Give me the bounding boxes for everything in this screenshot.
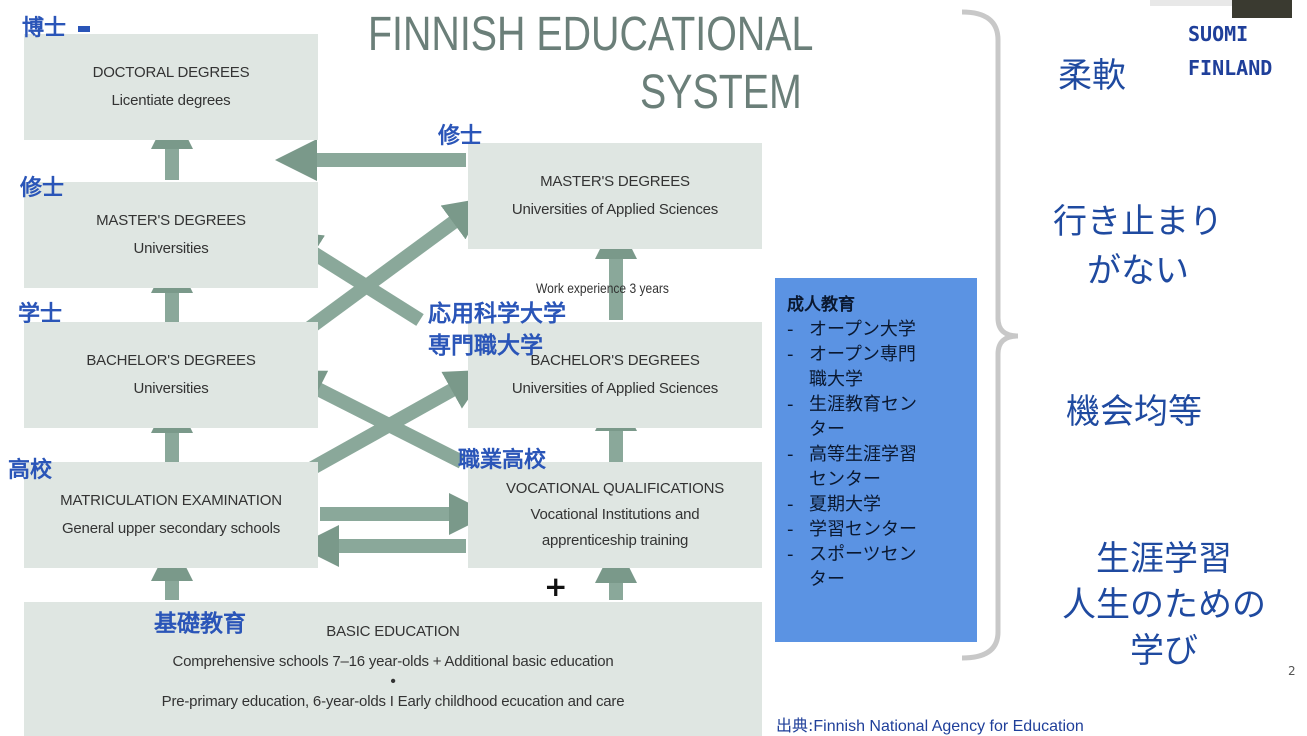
matriculation-title: MATRICULATION EXAMINATION: [60, 492, 282, 509]
masters-uni-sub: Universities: [133, 240, 209, 257]
bachelor-uni-title: BACHELOR'S DEGREES: [86, 352, 256, 369]
source-prefix: 出典:: [776, 716, 814, 735]
box-doctoral-degrees: DOCTORAL DEGREES Licentiate degrees: [24, 34, 318, 140]
jp-label-masters-right: 修士: [438, 124, 483, 149]
corner-thumbnail: [1232, 0, 1292, 18]
basic-sub2: Pre-primary education, 6-year-olds I Ear…: [161, 693, 625, 710]
adult-education-panel: 成人教育 オープン大学 オープン専門 職大学 生涯教育セン ター 高等生涯学習 …: [775, 278, 977, 642]
vocational-sub1: Vocational Institutions and: [530, 506, 700, 523]
list-item: オープン大学: [787, 317, 969, 342]
basic-sub1: Comprehensive schools 7–16 year-olds + A…: [172, 653, 614, 670]
jp-label-doctorate: 博士: [22, 10, 90, 42]
jp-label-uas-1: 応用科学大学: [428, 301, 566, 327]
jp-label-masters-left: 修士: [20, 176, 65, 201]
side-lifelong-1: 生涯学習: [1096, 539, 1232, 579]
bachelor-uas-title: BACHELOR'S DEGREES: [530, 352, 700, 369]
bachelor-uas-sub: Universities of Applied Sciences: [511, 380, 719, 397]
list-item: スポーツセン ター: [787, 542, 969, 592]
side-no-dead-end-1: 行き止まり: [1053, 202, 1223, 242]
vocational-title: VOCATIONAL QUALIFICATIONS: [505, 480, 725, 497]
box-basic-education: BASIC EDUCATION Comprehensive schools 7–…: [24, 602, 762, 736]
box-matriculation: MATRICULATION EXAMINATION General upper …: [24, 462, 318, 568]
jp-label-basic: 基礎教育: [154, 611, 246, 637]
work-experience-label: Work experience 3 years: [536, 280, 669, 296]
masters-uas-sub: Universities of Applied Sciences: [511, 201, 719, 218]
box-bachelor-uas: BACHELOR'S DEGREES Universities of Appli…: [468, 322, 762, 428]
masters-uni-title: MASTER'S DEGREES: [96, 212, 246, 229]
side-lifelong-3: 学び: [1130, 631, 1198, 671]
jp-label-vocational: 職業高校: [458, 448, 547, 473]
doctoral-sub: Licentiate degrees: [111, 92, 231, 109]
matriculation-sub: General upper secondary schools: [61, 520, 281, 537]
side-flexible: 柔軟: [1058, 56, 1126, 96]
brand-finland: FINLAND: [1188, 56, 1273, 80]
jp-label-bachelor: 学士: [18, 302, 63, 327]
jp-label-uas-2: 専門職大学: [428, 333, 543, 359]
list-item: 夏期大学: [787, 492, 969, 517]
list-item: 高等生涯学習 センター: [787, 442, 969, 492]
adult-education-list: オープン大学 オープン専門 職大学 生涯教育セン ター 高等生涯学習 センター …: [787, 317, 969, 592]
source-text: Finnish National Agency for Education: [813, 718, 1084, 735]
jp-doctorate-text: 博士: [22, 16, 67, 41]
page-number: 2: [1288, 664, 1296, 678]
jp-label-highschool: 高校: [8, 458, 53, 483]
list-item: オープン専門 職大学: [787, 342, 969, 392]
masters-uas-title: MASTER'S DEGREES: [540, 173, 690, 190]
brand-suomi: SUOMI: [1188, 22, 1249, 46]
side-lifelong: 生涯学習 人生のための 学び: [1046, 536, 1282, 674]
side-lifelong-2: 人生のための: [1062, 585, 1266, 625]
side-no-dead-end: 行き止まり がない: [1048, 194, 1228, 292]
vocational-sub2: apprenticeship training: [541, 532, 689, 549]
adult-education-heading: 成人教育: [787, 295, 855, 315]
basic-bullet: •: [390, 673, 396, 690]
doctoral-title: DOCTORAL DEGREES: [92, 64, 250, 81]
box-masters-universities: MASTER'S DEGREES Universities: [24, 182, 318, 288]
title-line2: SYSTEM: [640, 66, 802, 119]
source-citation: 出典:Finnish National Agency for Education: [776, 712, 1084, 736]
title-line1: FINNISH EDUCATIONAL: [368, 8, 814, 61]
side-no-dead-end-2: がない: [1087, 251, 1189, 291]
plus-sign: +: [544, 570, 568, 603]
box-vocational: VOCATIONAL QUALIFICATIONS Vocational Ins…: [468, 462, 762, 568]
list-item: 学習センター: [787, 517, 969, 542]
box-bachelor-universities: BACHELOR'S DEGREES Universities: [24, 322, 318, 428]
side-equal-opportunity: 機会均等: [1066, 392, 1202, 432]
list-item: 生涯教育セン ター: [787, 392, 969, 442]
basic-title: BASIC EDUCATION: [326, 623, 460, 640]
bachelor-uni-sub: Universities: [133, 380, 209, 397]
corner-strip: [1150, 0, 1232, 6]
dash-mark: [77, 26, 90, 32]
box-masters-uas: MASTER'S DEGREES Universities of Applied…: [468, 143, 762, 249]
